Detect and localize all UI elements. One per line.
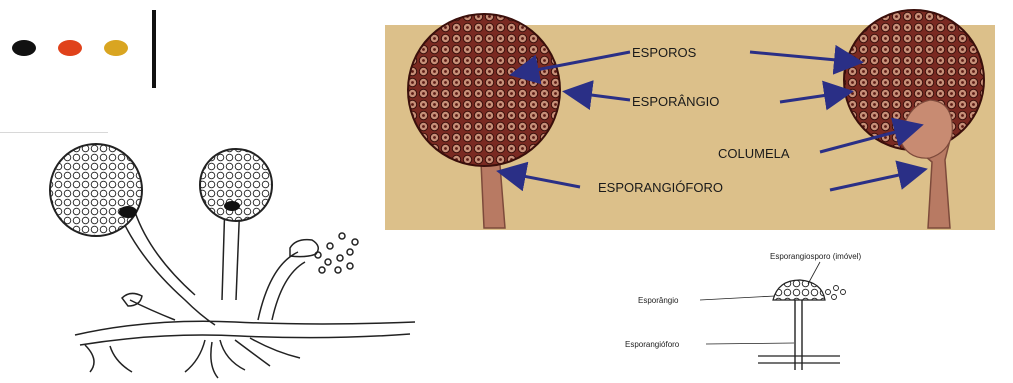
left-sporangium: [408, 14, 560, 166]
stolon-bottom: [80, 334, 410, 345]
label-esporangio: ESPORÂNGIO: [632, 94, 719, 109]
stolon-top: [75, 321, 415, 335]
rhizoids: [85, 338, 300, 378]
small-labelled-diagram: Esporangiosporo (imóvel) Esporângio Espo…: [625, 252, 861, 370]
branch: [130, 300, 175, 320]
small-sporangium: [773, 280, 825, 300]
stalk-3: [258, 252, 298, 320]
pointer-esporangio: [700, 296, 775, 300]
rhizopus-line-drawing: [75, 200, 415, 378]
label-columela: COLUMELA: [718, 146, 790, 161]
stalk-1-inner: [135, 212, 195, 295]
pointer-esporangiosporo: [808, 262, 820, 284]
pointer-esporangioforo: [706, 343, 794, 344]
label-small-esporangioforo: Esporangióforo: [625, 340, 680, 349]
sporangium-photo: ESPOROS ESPORÂNGIO COLUMELA ESPORANGIÓFO…: [385, 10, 995, 230]
drawing-columella-2: [224, 201, 240, 211]
label-esporangioforo: ESPORANGIÓFORO: [598, 180, 723, 195]
stalk-1: [120, 215, 215, 325]
drawing-columella-1: [119, 206, 137, 218]
label-small-esporangio: Esporângio: [638, 296, 679, 305]
label-esporangiosporo: Esporangiosporo (imóvel): [770, 252, 861, 261]
drawing-sporangium-1: [50, 144, 142, 236]
small-released-spores: [826, 286, 846, 300]
label-esporos: ESPOROS: [632, 45, 697, 60]
